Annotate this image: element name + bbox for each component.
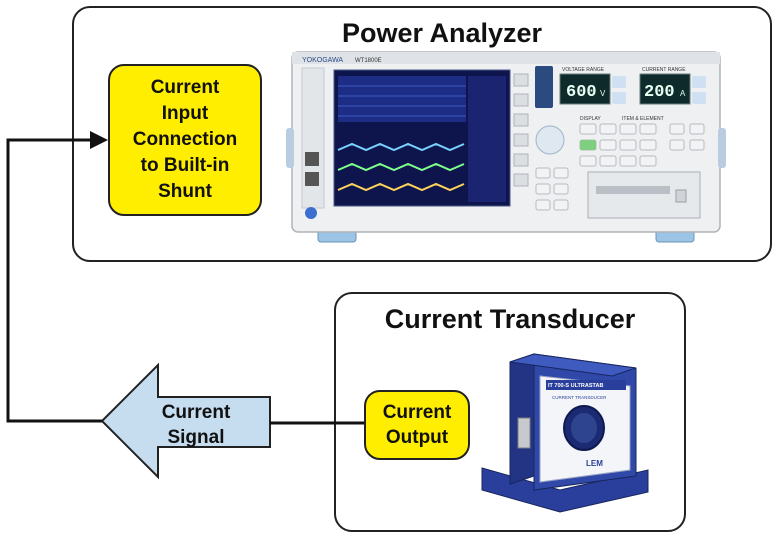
power-analyzer-title: Power Analyzer xyxy=(341,18,543,48)
current-range-label: CURRENT RANGE xyxy=(642,67,686,73)
transducer-brand-text: LEM xyxy=(586,459,603,468)
current-input-connection-box: Current Input Connection to Built-in Shu… xyxy=(108,64,262,216)
current-output-box: Current Output xyxy=(364,390,470,460)
voltage-range-label: VOLTAGE RANGE xyxy=(562,67,605,73)
item-element-label: ITEM & ELEMENT xyxy=(622,116,664,122)
transducer-model-text: IT 700-S ULTRASTAB xyxy=(548,383,603,389)
voltage-range-unit: V xyxy=(600,89,606,98)
current-range-value: 200 xyxy=(644,83,675,102)
current-transducer-device: IT 700-S ULTRASTAB CURRENT TRANSDUCER LE… xyxy=(481,353,649,513)
input-arrowhead xyxy=(90,131,108,149)
analyzer-model-text: WT1800E xyxy=(355,58,382,64)
current-range-unit: A xyxy=(680,89,686,98)
transducer-subtitle-text: CURRENT TRANSDUCER xyxy=(552,395,607,400)
return-wire xyxy=(6,138,102,423)
voltage-range-value: 600 xyxy=(566,83,597,102)
current-signal-label: Current Signal xyxy=(161,402,231,448)
analyzer-brand-text: YOKOGAWA xyxy=(302,57,343,64)
power-analyzer-device: YOKOGAWA WT1800E VOLTAGE RANGE CURRENT R… xyxy=(286,51,726,243)
display-label: DISPLAY xyxy=(580,116,601,122)
current-transducer-title: Current Transducer xyxy=(384,304,636,334)
